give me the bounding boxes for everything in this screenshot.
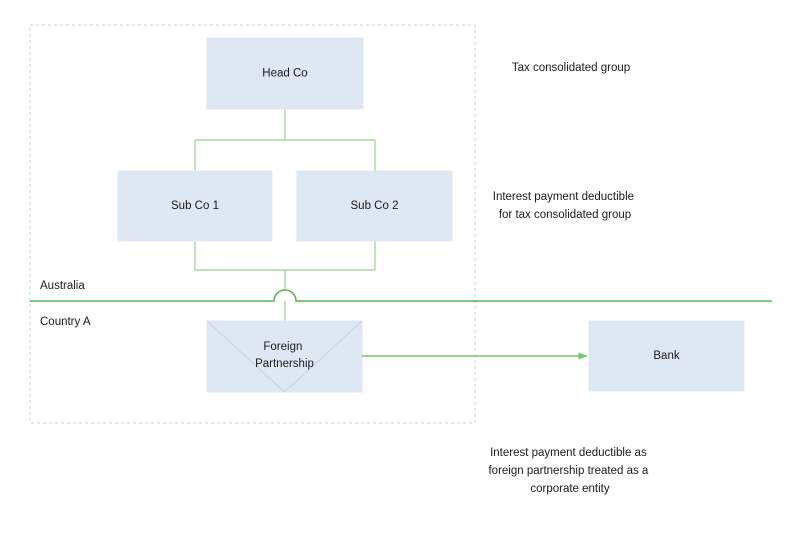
country-divider-line [30, 289, 772, 302]
region-label-australia: Australia [40, 280, 85, 292]
head-co-box[interactable] [206, 37, 364, 110]
foreign-partnership-label-line-2: Partnership [255, 358, 314, 370]
annotation-interest-deductible-group: Interest payment deductible for tax cons… [493, 191, 637, 221]
bank-label: Bank [653, 350, 679, 362]
node-bank[interactable]: Bank [588, 320, 745, 392]
foreign-partnership-chevron-icon [206, 320, 363, 393]
tax-consolidated-group-boundary [29, 24, 476, 424]
annotation-interest-deductible-foreign-line-3: corporate entity [530, 483, 610, 495]
node-sub-co-1[interactable]: Sub Co 1 [117, 170, 273, 242]
org-chart-connectors [194, 109, 376, 321]
sub-co-1-box[interactable] [117, 170, 273, 242]
annotation-interest-deductible-group-line-2: for tax consolidated group [499, 209, 631, 221]
sub-co-2-label: Sub Co 2 [351, 200, 399, 212]
annotation-interest-deductible-foreign: Interest payment deductible as foreign p… [488, 447, 651, 495]
sub-co-1-label: Sub Co 1 [171, 200, 219, 212]
sub-co-2-box[interactable] [296, 170, 453, 242]
annotation-tax-consolidated-group-line-1: Tax consolidated group [512, 62, 630, 74]
node-head-co[interactable]: Head Co [206, 37, 364, 110]
annotation-interest-deductible-foreign-line-2: foreign partnership treated as a [488, 465, 648, 477]
region-label-country-a: Country A [40, 316, 91, 328]
annotation-interest-deductible-group-line-1: Interest payment deductible [493, 191, 634, 203]
head-co-label: Head Co [262, 68, 307, 80]
bank-box[interactable] [588, 320, 745, 392]
node-sub-co-2[interactable]: Sub Co 2 [296, 170, 453, 242]
annotation-interest-deductible-foreign-line-1: Interest payment deductible as [490, 447, 647, 459]
node-foreign-partnership[interactable]: Foreign Partnership [206, 320, 363, 393]
annotation-tax-consolidated-group: Tax consolidated group [512, 62, 630, 74]
foreign-partnership-box[interactable] [206, 320, 363, 393]
foreign-partnership-label: Foreign Partnership [255, 341, 314, 370]
foreign-partnership-label-line-1: Foreign [263, 341, 302, 353]
